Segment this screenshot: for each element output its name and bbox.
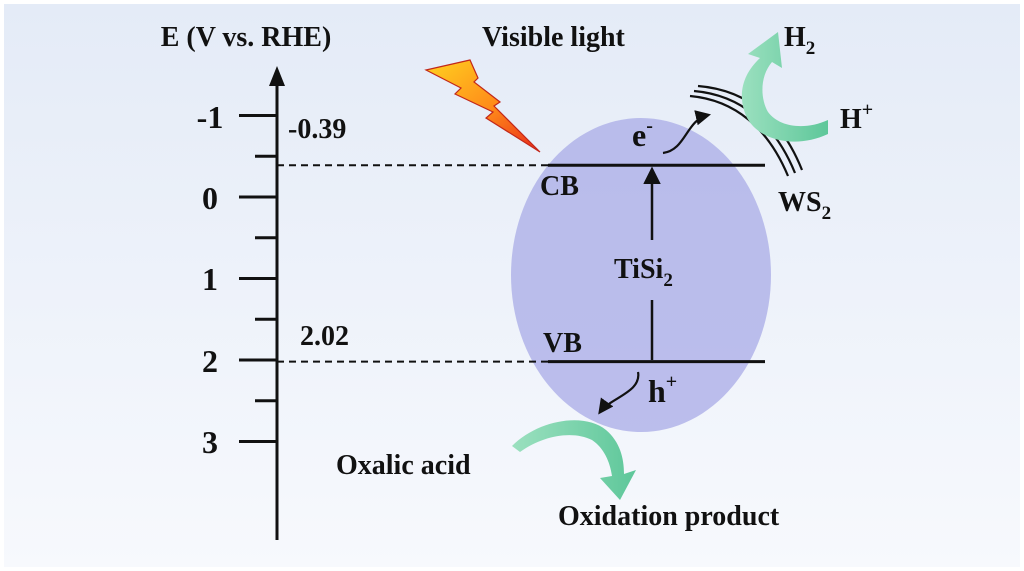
tick-label-1: 1 [202, 261, 218, 297]
axis-title: E (V vs. RHE) [161, 22, 332, 53]
hole-label: h+ [648, 371, 677, 409]
axis-arrowhead [269, 66, 285, 86]
visible-light-label: Visible light [482, 22, 626, 53]
tick-label-0: 0 [202, 180, 218, 216]
cb-label: CB [540, 171, 579, 202]
cb-potential-value: -0.39 [288, 114, 346, 145]
oxalic-acid-label: Oxalic acid [336, 450, 471, 481]
h2-evolution-arrow-icon [741, 32, 828, 142]
cocatalyst-label: WS2 [778, 187, 831, 224]
hydrogen-label: H2 [784, 22, 815, 59]
tisi2-particle [511, 118, 771, 432]
vb-potential-value: 2.02 [300, 321, 349, 352]
semiconductor-label: TiSi2 [614, 254, 673, 291]
tick-label-3: 3 [202, 424, 218, 460]
electron-label: e- [632, 115, 653, 153]
energy-axis: E (V vs. RHE) -1 0 1 2 3 [161, 22, 332, 540]
electron-transfer-arrow [662, 110, 712, 155]
hole-transfer-arrow [598, 371, 640, 415]
axis-ticks [239, 114, 277, 443]
vb-label: VB [543, 328, 582, 359]
oxidation-product-label: Oxidation product [558, 501, 780, 532]
oxidation-arrow-icon [512, 420, 636, 500]
proton-label: H+ [840, 99, 873, 135]
lightning-bolt-icon [424, 59, 541, 153]
tick-label-minus-1: -1 [197, 99, 224, 135]
tick-label-2: 2 [202, 343, 218, 379]
